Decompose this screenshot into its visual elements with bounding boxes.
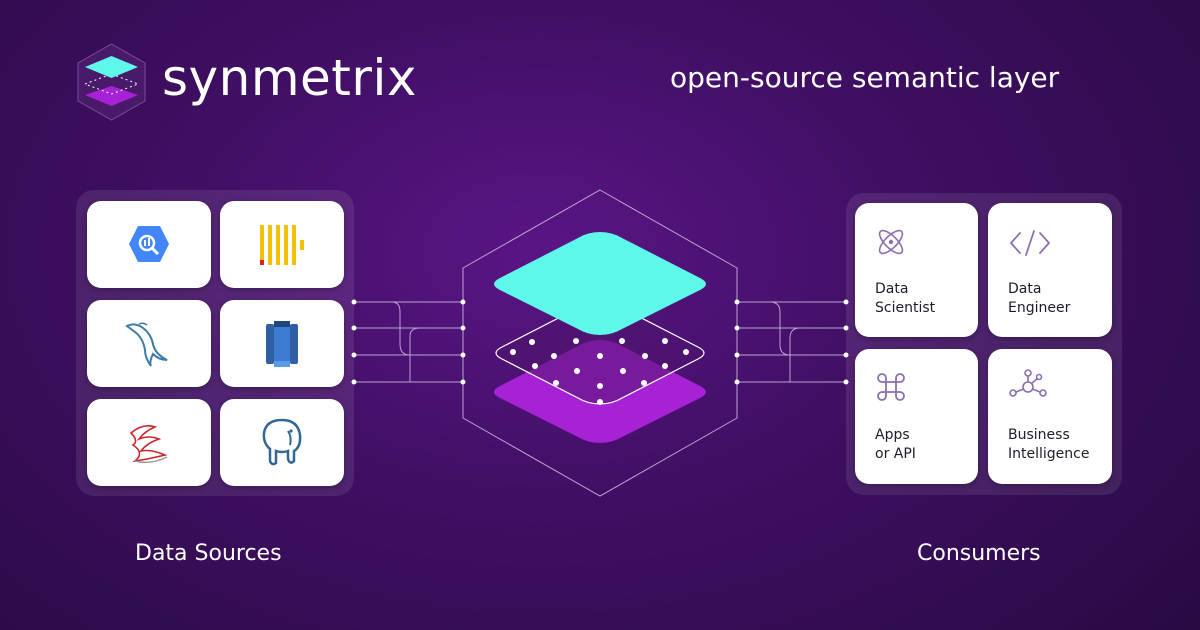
consumer-card-apps-or-api[interactable]: Apps or API [855, 349, 978, 484]
mysql-icon [125, 322, 168, 367]
atom-icon [878, 229, 904, 255]
bigquery-icon [129, 226, 169, 262]
source-card-mysql[interactable] [87, 300, 211, 387]
consumer-connector-dots [734, 299, 849, 385]
consumer-connectors [737, 301, 846, 383]
consumer-label: Data Scientist [875, 281, 936, 316]
source-card-redshift[interactable] [220, 300, 344, 387]
code-icon [1010, 230, 1050, 256]
source-connectors [354, 301, 463, 383]
tagline: open-source semantic layer [670, 61, 1060, 94]
middle-layer-dots [510, 338, 689, 405]
consumers-caption: Consumers [917, 541, 1041, 566]
consumer-card-business-intelligence[interactable]: Business Intelligence [988, 349, 1112, 484]
consumer-card-data-scientist[interactable]: Data Scientist [855, 203, 978, 337]
data-sources-caption: Data Sources [135, 541, 282, 566]
source-card-postgresql[interactable] [220, 399, 344, 486]
synmetrix-logo-icon [77, 43, 146, 121]
consumer-label: Business Intelligence [1008, 427, 1090, 462]
sql-server-icon [129, 425, 168, 464]
source-card-sql-server[interactable] [87, 399, 211, 486]
redshift-icon [266, 321, 298, 367]
clickhouse-icon [260, 225, 304, 265]
consumer-card-data-engineer[interactable]: Data Engineer [988, 203, 1112, 337]
source-connector-dots [351, 299, 466, 385]
network-icon [1009, 369, 1047, 397]
postgresql-icon [262, 418, 302, 466]
semantic-layer-hexagon [462, 189, 738, 497]
consumer-label: Data Engineer [1008, 281, 1071, 316]
brand-name: synmetrix [162, 49, 417, 107]
consumer-label: Apps or API [875, 427, 916, 462]
source-card-bigquery[interactable] [87, 201, 211, 288]
command-icon [877, 373, 905, 401]
teal-layer [494, 232, 706, 335]
source-card-clickhouse[interactable] [220, 201, 344, 288]
